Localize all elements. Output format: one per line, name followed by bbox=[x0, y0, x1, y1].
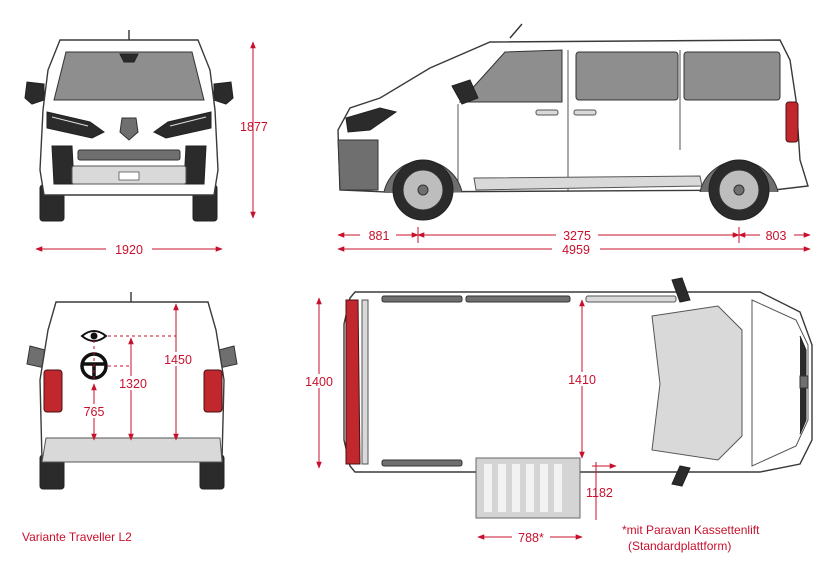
label-eye-height: 1450 bbox=[164, 353, 192, 367]
side-taillight bbox=[785, 101, 799, 143]
label-seat-height: 765 bbox=[84, 405, 105, 419]
sliding-door-window bbox=[575, 51, 679, 101]
rear-bumper bbox=[41, 437, 223, 463]
eye-icon bbox=[80, 330, 108, 342]
top-view bbox=[343, 277, 813, 519]
roof-rail-left-a bbox=[381, 295, 463, 303]
left-mirror bbox=[24, 81, 45, 105]
lift-note-line2: (Standardplattform) bbox=[628, 539, 731, 553]
label-rear-overhang: 803 bbox=[766, 229, 787, 243]
side-antenna bbox=[509, 23, 523, 39]
roof-rail-left-b bbox=[465, 295, 571, 303]
hood bbox=[751, 299, 809, 467]
lift-platform-slats bbox=[484, 464, 562, 512]
roof-rail-right-a bbox=[381, 459, 463, 467]
rear-side-window bbox=[683, 51, 781, 101]
right-mirror bbox=[213, 81, 234, 105]
label-front-overhang: 881 bbox=[369, 229, 390, 243]
side-mirror bbox=[451, 79, 479, 105]
left-headlight bbox=[46, 111, 105, 139]
rear-hatch-edge bbox=[361, 299, 369, 465]
label-total-length: 4959 bbox=[562, 243, 590, 257]
variant-caption: Variante Traveller L2 bbox=[22, 530, 132, 544]
label-interior-width: 1400 bbox=[305, 375, 333, 389]
lift-note-line1: *mit Paravan Kassettenlift bbox=[622, 523, 760, 537]
plate-holder bbox=[118, 171, 140, 181]
slide-door-handle bbox=[573, 109, 597, 116]
front-bumper-side bbox=[337, 139, 379, 191]
right-headlight bbox=[153, 111, 212, 139]
top-right-mirror bbox=[671, 465, 691, 487]
label-steering-height: 1320 bbox=[119, 377, 147, 391]
left-fog-vent bbox=[51, 145, 75, 185]
front-door-handle bbox=[535, 109, 559, 116]
label-door-opening: 1410 bbox=[568, 373, 596, 387]
front-view bbox=[24, 30, 234, 222]
label-height: 1877 bbox=[240, 120, 268, 134]
rear-view-mirror bbox=[119, 53, 139, 63]
label-wheelbase: 3275 bbox=[563, 229, 591, 243]
front-door-window bbox=[458, 49, 563, 103]
side-headlight bbox=[345, 107, 398, 133]
rear-left-taillight bbox=[43, 369, 63, 413]
label-front-width: 1920 bbox=[115, 243, 143, 257]
lion-logo-icon bbox=[119, 117, 139, 141]
top-windshield bbox=[651, 305, 743, 461]
label-ramp-width: 788* bbox=[518, 531, 544, 545]
top-logo bbox=[799, 375, 809, 389]
upper-grille bbox=[77, 149, 181, 161]
side-view bbox=[337, 23, 809, 221]
label-ramp-length: 1182 bbox=[586, 486, 613, 500]
top-left-mirror bbox=[671, 277, 691, 303]
dimension-labels: 1920 1877 881 3275 803 4959 1450 1320 76… bbox=[80, 120, 794, 545]
front-door-top bbox=[585, 295, 677, 303]
top-rear-lights bbox=[345, 299, 361, 465]
right-fog-vent bbox=[183, 145, 207, 185]
windshield bbox=[53, 51, 205, 101]
rear-right-taillight bbox=[203, 369, 223, 413]
